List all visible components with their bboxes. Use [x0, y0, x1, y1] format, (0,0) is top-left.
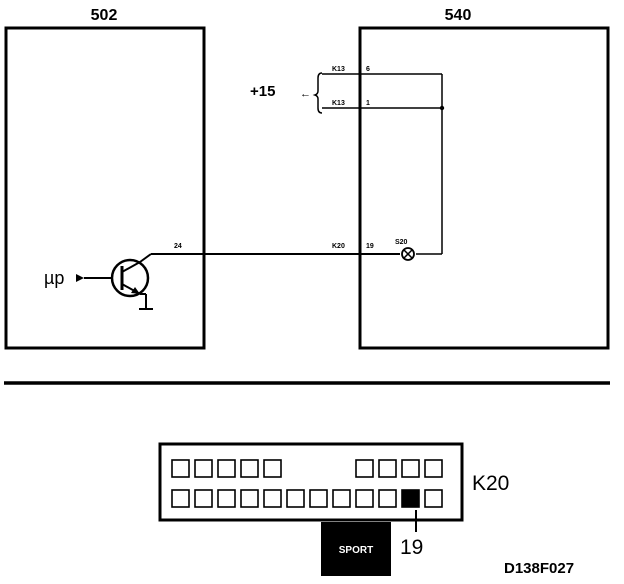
connector-pin	[194, 459, 213, 478]
pin1-connector: K13	[332, 100, 345, 107]
connector-pin	[355, 489, 374, 508]
indicator-label: S20	[395, 239, 408, 246]
input-label: µp	[44, 268, 64, 288]
connector-pin	[263, 489, 282, 508]
connector-pin	[194, 489, 213, 508]
connector-pin-19	[401, 489, 420, 508]
connector-k20-body	[158, 442, 464, 522]
connector-pin	[286, 489, 305, 508]
module-540-box	[358, 26, 610, 350]
sport-button	[321, 522, 391, 576]
module-540-label: 540	[445, 7, 472, 24]
connector-pin	[332, 489, 351, 508]
sport-button-label: SPORT	[339, 545, 373, 556]
pin1-number: 1	[366, 100, 370, 107]
connector-pin	[355, 459, 374, 478]
figure-id: D138F027	[504, 560, 574, 577]
connector-pin	[217, 489, 236, 508]
supply-brace	[312, 72, 323, 114]
supply-label: +15	[250, 83, 275, 100]
module-502-label: 502	[91, 7, 118, 24]
signal-connector: K20	[332, 243, 345, 250]
pin6-connector: K13	[332, 66, 345, 73]
connector-label: K20	[472, 472, 509, 495]
connector-pin	[378, 489, 397, 508]
indicator-lamp-icon	[401, 247, 415, 261]
input-arrow-icon	[76, 274, 112, 282]
connector-pin	[401, 459, 420, 478]
highlighted-pin-label: 19	[400, 536, 423, 559]
npn-transistor-icon	[110, 253, 153, 310]
connector-pin	[171, 459, 190, 478]
connector-pins-top	[171, 459, 443, 478]
connector-pin	[217, 459, 236, 478]
junction-dot	[439, 105, 445, 111]
module-502-box	[4, 26, 206, 350]
pin6-number: 6	[366, 66, 370, 73]
connector-pin	[424, 459, 443, 478]
connector-pin	[309, 489, 328, 508]
signal-pin: 19	[366, 243, 374, 250]
connector-pin	[378, 459, 397, 478]
connector-pin	[424, 489, 443, 508]
connector-pin	[263, 459, 282, 478]
transistor-pin: 24	[174, 243, 182, 250]
connector-pins-bottom	[171, 489, 443, 508]
supply-arrow-icon: ←	[300, 88, 311, 100]
connector-pin	[240, 459, 259, 478]
connector-pin	[240, 489, 259, 508]
connector-pin	[171, 489, 190, 508]
